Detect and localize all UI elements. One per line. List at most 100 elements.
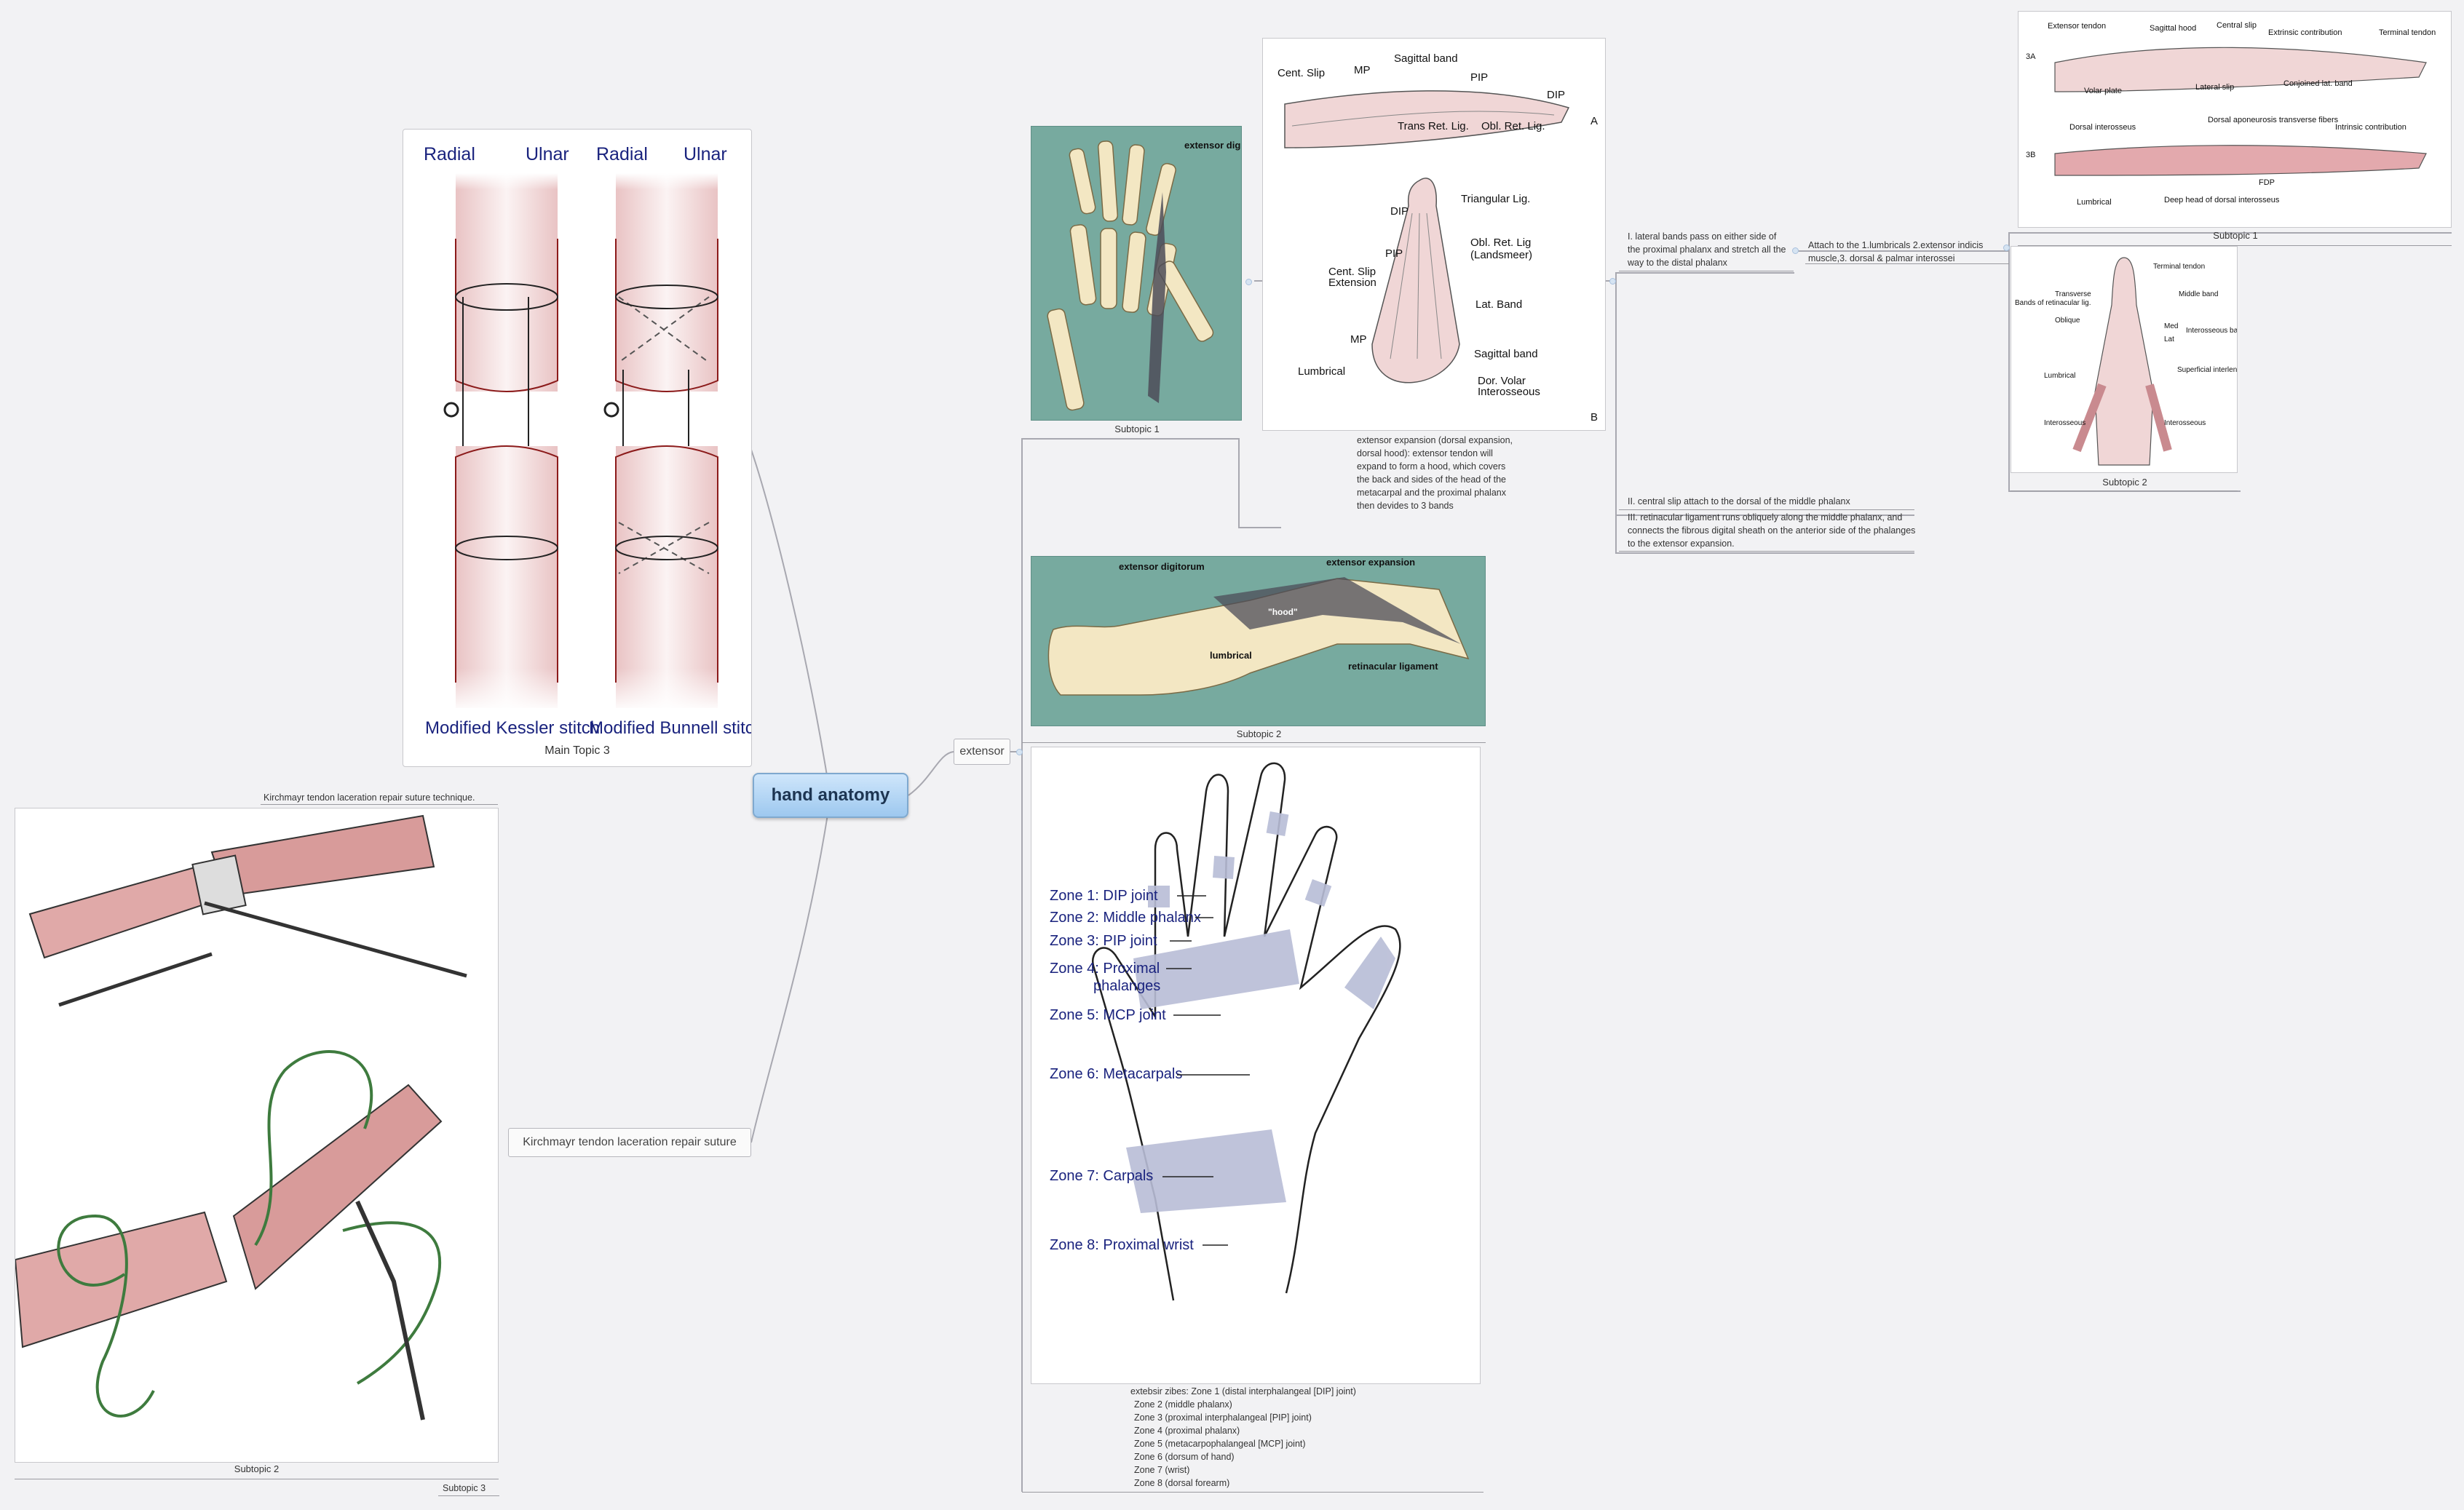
s2-lat: Lat [2164, 335, 2174, 343]
s1-conjoined: Conjoined lat. band [2283, 79, 2353, 88]
b-mp: MP [1350, 333, 1367, 346]
suture-stitch-illustration: Radial Ulnar Radial Ulnar Modified Kessl… [424, 144, 764, 738]
a-mp: MP [1354, 64, 1371, 76]
attach-subtopic-1-image[interactable]: Extensor tendon Sagittal hood Central sl… [2018, 11, 2452, 241]
s2-bands: Bands of retinacular lig. [2015, 299, 2091, 307]
s2-middle: Middle band [2179, 290, 2218, 298]
a-trans: Trans Ret. Lig. [1398, 120, 1469, 132]
s1-extrinsic: Extrinsic contribution [2268, 28, 2342, 37]
s2-transverse: Transverse [2055, 290, 2091, 298]
extensor-digitorum-tendon-label: extensor digitorum tendon [1184, 140, 1241, 151]
s1-lateral: Lateral slip [2195, 83, 2234, 92]
extensor-zones-note: extebsir zibes: Zone 1 (distal interphal… [1130, 1385, 1422, 1490]
s1-lumbrical: Lumbrical [2077, 198, 2112, 207]
kirchmayr-subtopic-3: Subtopic 3 [443, 1483, 486, 1493]
extensor-expansion-note: extensor expansion (dorsal expansion, do… [1357, 435, 1513, 511]
s1-deep-head: Deep head of dorsal interosseus [2164, 196, 2280, 204]
zone-4-label-cont: phalanges [1093, 978, 1160, 994]
b-lat-band: Lat. Band [1475, 298, 1522, 311]
s2-terminal: Terminal tendon [2153, 263, 2205, 271]
attach-subtopic-2-image[interactable]: Terminal tendon Middle band Bands of ret… [2011, 246, 2282, 488]
s1-sagittal: Sagittal hood [2150, 24, 2196, 33]
s2-superficial: Superficial interlendinous lamina [2177, 366, 2237, 374]
b-letter: B [1590, 411, 1598, 424]
extensor-topic[interactable]: extensor [954, 739, 1010, 765]
b-landsmeer: (Landsmeer) [1470, 249, 1532, 261]
kirchmayr-topic-label: Kirchmayr tendon laceration repair sutur… [523, 1136, 737, 1148]
main-topic-3-image[interactable]: Radial Ulnar Radial Ulnar Modified Kessl… [403, 129, 764, 767]
retinacular-ligament-note: III. retinacular ligament runs obliquely… [1628, 512, 1916, 549]
b-interosseus: Interosseous [1478, 386, 1540, 398]
b-lumbrical: Lumbrical [1298, 365, 1345, 378]
extensor-topic-label: extensor [959, 745, 1005, 758]
s2-interosseous-r: Interosseous [2164, 419, 2206, 427]
a-dip: DIP [1547, 89, 1565, 101]
attach-note: Attach to the 1.lumbricals 2.extensor in… [1808, 240, 1984, 263]
s1-central: Central slip [2217, 21, 2257, 30]
radial-label-1: Radial [424, 144, 475, 164]
s1-aponeurosis: Dorsal aponeurosis transverse fibers [2208, 116, 2339, 124]
zone-note-line: Zone 3 (proximal interphalangeal [PIP] j… [1134, 1412, 1312, 1423]
attach-subtopic-2-caption: Subtopic 2 [2102, 477, 2147, 488]
a-obl: Obl. Ret. Lig. [1481, 120, 1545, 132]
central-topic[interactable]: hand anatomy [753, 773, 908, 818]
lateral-hand-illustration: extensor digitorum extensor expansion "h… [1047, 557, 1470, 696]
extensor-subtopic-2-caption: Subtopic 2 [1236, 728, 1282, 739]
ulnar-label-1: Ulnar [526, 144, 569, 164]
zone-6-label: Zone 6: Metacarpals [1050, 1066, 1182, 1082]
a-pip: PIP [1470, 71, 1488, 84]
extensor-subtopic-1-caption: Subtopic 1 [1114, 424, 1160, 434]
b-dip: DIP [1390, 205, 1409, 218]
skeletal-hand-illustration: extensor digitorum tendon [1047, 140, 1304, 411]
extensor-subtopic-2-image[interactable]: extensor digitorum extensor expansion "h… [1031, 556, 1486, 739]
zone-note-line: Zone 8 (dorsal forearm) [1134, 1478, 1230, 1488]
b-dor-volar: Dor. Volar [1478, 375, 1526, 387]
zone-8-label: Zone 8: Proximal wrist [1050, 1237, 1194, 1253]
s1-fdp: FDP [2259, 178, 2275, 187]
kirchmayr-image[interactable]: Subtopic 2 [14, 808, 499, 1474]
hood-label: "hood" [1268, 607, 1298, 617]
zone-note-line: extebsir zibes: Zone 1 (distal interphal… [1130, 1386, 1356, 1396]
a-letter: A [1590, 115, 1598, 127]
extensor-expansion-image[interactable]: Cent. Slip MP Sagittal band PIP DIP Tran… [1262, 38, 1606, 431]
s1-terminal: Terminal tendon [2379, 28, 2436, 37]
finger-mechanism-illustration: Extensor tendon Sagittal hood Central sl… [2026, 21, 2436, 207]
kirchmayr-illustration [14, 814, 467, 1420]
kirchmayr-image-caption: Subtopic 2 [234, 1463, 280, 1474]
zone-note-line: Zone 6 (dorsum of hand) [1134, 1452, 1235, 1462]
lumbrical-label: lumbrical [1210, 650, 1252, 661]
s1-volar: Volar plate [2084, 87, 2122, 95]
s1-dorsal-int: Dorsal interosseus [2069, 123, 2136, 132]
retinacular-label: retinacular ligament [1348, 661, 1438, 672]
s2-med: Med [2164, 322, 2178, 330]
zone-note-line: Zone 2 (middle phalanx) [1134, 1399, 1232, 1410]
bunnell-label: Modified Bunnell stitch [589, 718, 751, 738]
kessler-label: Modified Kessler stitch [425, 718, 600, 738]
zone-note-line: Zone 4 (proximal phalanx) [1134, 1426, 1240, 1436]
zone-3-label: Zone 3: PIP joint [1050, 933, 1157, 949]
extensor-zones-illustration: Zone 1: DIP joint Zone 2: Middle phalanx… [1050, 762, 1401, 1301]
zone-4-label: Zone 4: Proximal [1050, 961, 1160, 977]
zone-note-line: Zone 7 (wrist) [1134, 1465, 1190, 1475]
attach-subtopic-1-caption: Subtopic 1 [2213, 230, 2258, 241]
kirchmayr-note: Kirchmayr tendon laceration repair sutur… [264, 792, 475, 803]
s2-lumbrical: Lumbrical [2044, 372, 2075, 380]
zone-7-label: Zone 7: Carpals [1050, 1168, 1153, 1184]
b-pip: PIP [1385, 247, 1403, 260]
extensor-zones-image[interactable]: Zone 1: DIP joint Zone 2: Middle phalanx… [1031, 747, 1481, 1384]
s1-ext-tendon: Extensor tendon [2048, 22, 2106, 31]
extensor-subtopic-1-image[interactable]: extensor digitorum tendon Subtopic 1 [1031, 126, 1304, 434]
central-slip-note: II. central slip attach to the dorsal of… [1628, 496, 1850, 506]
b-cent-slip: Cent. Slip [1328, 266, 1376, 278]
b-sagittal: Sagittal band [1474, 348, 1538, 360]
kirchmayr-topic[interactable]: Kirchmayr tendon laceration repair sutur… [508, 1128, 751, 1157]
b-obl: Obl. Ret. Lig [1470, 237, 1531, 249]
main-topic-3-caption: Main Topic 3 [544, 744, 610, 757]
lateral-bands-note: I. lateral bands pass on either side of … [1628, 231, 1786, 268]
s1-intrinsic: Intrinsic contribution [2335, 123, 2406, 132]
extensor-expansion-illustration: Cent. Slip MP Sagittal band PIP DIP Tran… [1277, 52, 1598, 424]
s1-3a: 3A [2026, 52, 2036, 61]
central-topic-label: hand anatomy [771, 785, 890, 805]
b-triangular: Triangular Lig. [1461, 193, 1530, 205]
expansion-label: extensor expansion [1326, 557, 1415, 568]
